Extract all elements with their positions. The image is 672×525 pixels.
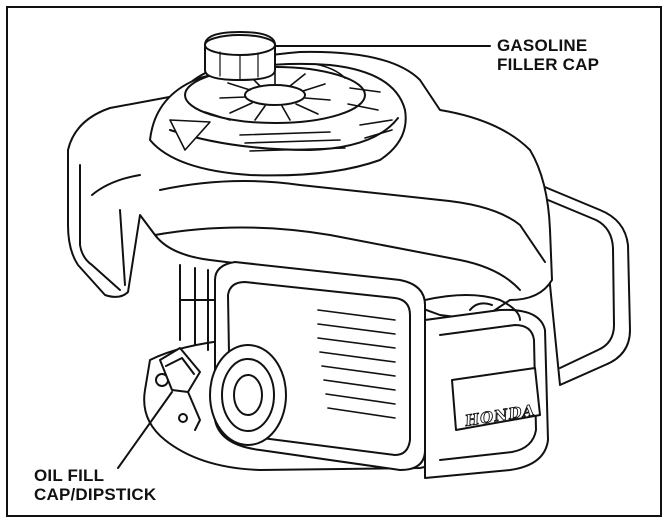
gasoline-filler-cap	[204, 31, 276, 81]
oil-label-line1: OIL FILL	[34, 466, 105, 485]
fan-cover	[149, 62, 407, 177]
gasoline-filler-cap-label: GASOLINE FILLER CAP	[497, 36, 599, 74]
support-posts	[179, 264, 216, 351]
brand-plate	[451, 367, 541, 431]
leader-lines	[117, 45, 491, 469]
oil-fill-cap-label: OIL FILL CAP/DIPSTICK	[34, 466, 156, 504]
oil-fill-cap	[159, 347, 201, 431]
gasoline-label-line2: FILLER CAP	[497, 55, 600, 74]
oil-cap-leader	[117, 391, 173, 469]
crankcase	[424, 294, 549, 479]
gasoline-label-line1: GASOLINE	[497, 36, 588, 55]
muffler	[209, 261, 426, 471]
air-cleaner-housing	[539, 184, 631, 386]
oil-label-line2: CAP/DIPSTICK	[34, 485, 157, 504]
